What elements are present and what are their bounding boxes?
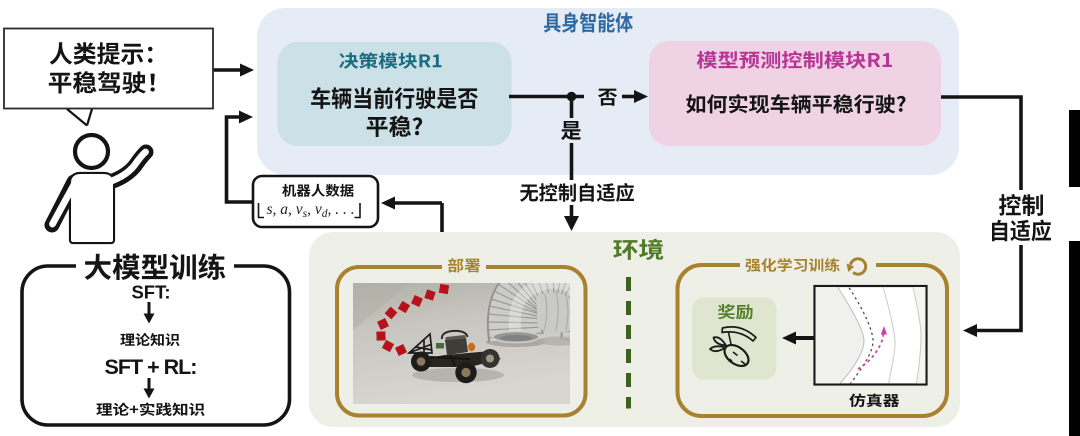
svg-text:SFT + RL:: SFT + RL: bbox=[105, 355, 197, 379]
svg-text:SFT:: SFT: bbox=[131, 282, 170, 303]
svg-text:s, a, vs, vd, . . .: s, a, vs, vd, . . . bbox=[267, 201, 355, 220]
